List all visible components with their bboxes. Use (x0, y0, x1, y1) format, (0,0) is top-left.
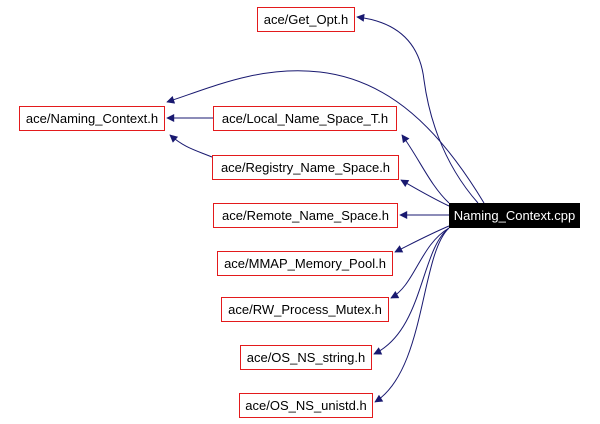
node-naming-context-cpp: Naming_Context.cpp (449, 203, 580, 228)
node-rw-process-mutex-h[interactable]: ace/RW_Process_Mutex.h (221, 297, 389, 322)
node-naming-context-h[interactable]: ace/Naming_Context.h (19, 106, 165, 131)
node-os-ns-unistd-h[interactable]: ace/OS_NS_unistd.h (239, 393, 373, 418)
node-os-ns-string-h[interactable]: ace/OS_NS_string.h (240, 345, 372, 370)
edge-cpp-to-mmap (394, 225, 450, 253)
edge-cpp-to-rw (390, 227, 450, 299)
edge-cpp-to-os-ns-unistd (374, 227, 450, 403)
edge-cpp-to-naming-context-h (166, 70, 485, 204)
edge-cpp-to-local (401, 134, 450, 204)
node-local-name-space-t-h[interactable]: ace/Local_Name_Space_T.h (213, 106, 397, 131)
node-registry-name-space-h[interactable]: ace/Registry_Name_Space.h (212, 155, 399, 180)
edge-cpp-to-get-opt (356, 13, 479, 204)
node-get-opt-h[interactable]: ace/Get_Opt.h (257, 7, 355, 32)
edge-cpp-to-registry (400, 179, 450, 207)
node-mmap-memory-pool-h[interactable]: ace/MMAP_Memory_Pool.h (217, 251, 393, 276)
edge-registry-to-naming-context-h (169, 134, 213, 158)
node-remote-name-space-h[interactable]: ace/Remote_Name_Space.h (213, 203, 398, 228)
edge-cpp-to-os-ns-string (373, 227, 450, 355)
